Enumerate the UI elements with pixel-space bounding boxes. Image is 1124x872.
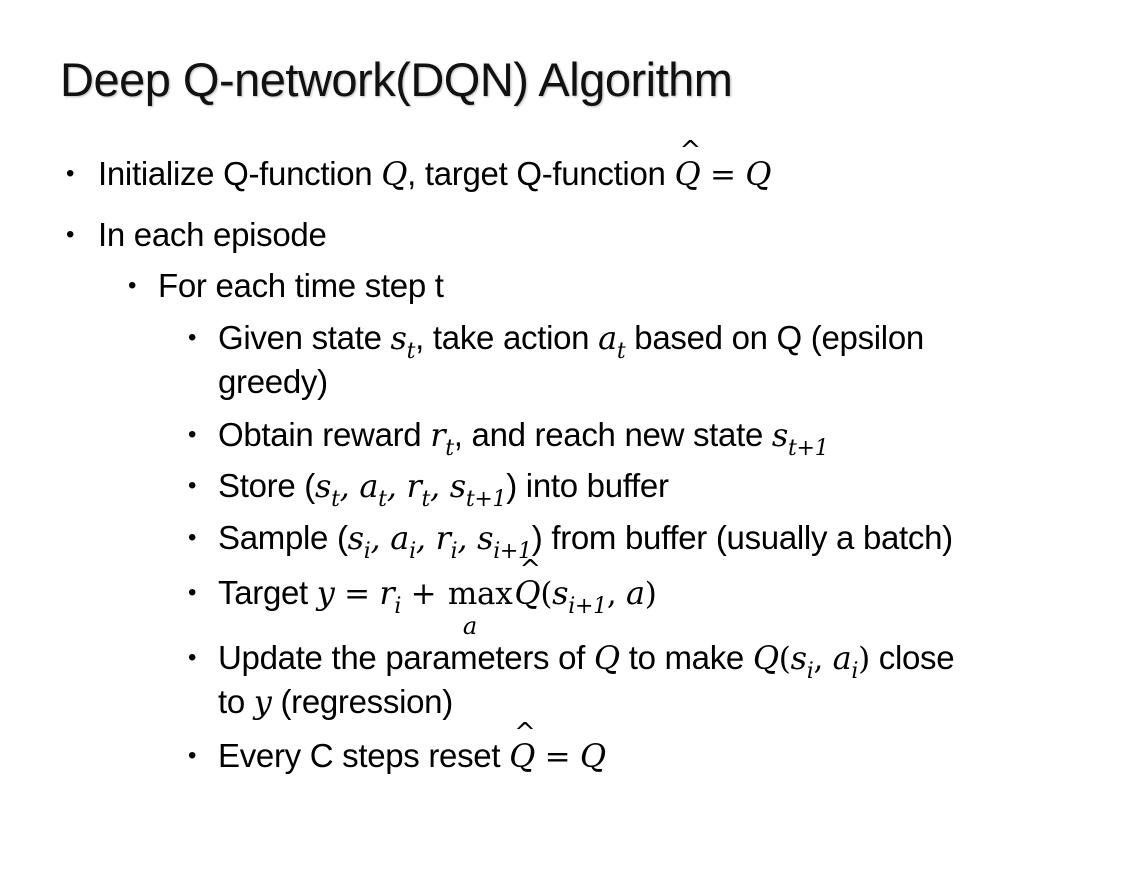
bullet-target: Target y = ri + maxaQ(si+1, a) — [218, 550, 657, 640]
slide-title: Deep Q-network(DQN) Algorithm — [60, 53, 733, 106]
math-equals: = — [535, 739, 580, 775]
math-subscript: i — [450, 539, 458, 564]
math-equals: = — [334, 576, 380, 612]
bullet-dot: • — [188, 644, 197, 671]
text: Obtain reward — [218, 416, 431, 453]
math-q: Q — [381, 155, 408, 193]
bullet-dot: • — [188, 324, 197, 351]
text: to — [218, 683, 254, 720]
bullet-dot: • — [66, 160, 75, 187]
math-q-hat: Q — [514, 550, 540, 613]
bullet-each-time-step: For each time step t — [158, 267, 444, 304]
math-subscript: i+1 — [568, 594, 607, 619]
math-subscript: i — [409, 539, 416, 564]
bullet-dot: • — [188, 579, 197, 606]
math-s: s — [449, 467, 466, 505]
text: Store ( — [218, 467, 315, 504]
text: Target — [218, 574, 317, 611]
math-y: y — [253, 683, 272, 721]
text: to make — [619, 639, 753, 676]
math-r: r — [430, 416, 446, 454]
bullet-sample: Sample (si, ai, ri, si+1) from buffer (u… — [218, 519, 953, 564]
text: Given state — [218, 319, 391, 356]
math-q: Q — [752, 639, 779, 677]
math-a: a — [390, 519, 410, 557]
math-r: r — [435, 519, 451, 557]
math-subscript: t+1 — [788, 436, 829, 461]
text: based on Q (epsilon — [625, 319, 924, 356]
text: Update the parameters of — [218, 639, 594, 676]
text: , target Q-function — [407, 155, 675, 192]
math-s: s — [314, 467, 332, 505]
math-s: s — [790, 639, 807, 677]
bullet-dot: • — [188, 472, 197, 499]
text: , and reach new state — [453, 416, 772, 453]
text: Initialize Q-function — [98, 155, 382, 192]
math-subscript: t — [331, 487, 340, 512]
bullet-dot: • — [188, 742, 197, 769]
math-s: s — [771, 416, 789, 454]
math-s: s — [347, 519, 364, 557]
math-a: a — [832, 639, 852, 677]
math-s: s — [552, 574, 569, 612]
math-q: Q — [579, 737, 606, 775]
math-subscript: t — [406, 339, 416, 364]
text: ) from buffer (usually a batch) — [531, 519, 953, 556]
math-max-subscript: a — [462, 612, 477, 640]
bullet-dot: • — [128, 272, 137, 299]
math-a: a — [598, 319, 617, 357]
text: close — [869, 639, 955, 676]
text: , take action — [415, 319, 599, 356]
bullet-obtain-reward: Obtain reward rt, and reach new state st… — [218, 415, 829, 461]
math-plus: + — [401, 576, 446, 612]
math-subscript: t — [445, 436, 454, 461]
math-q: Q — [745, 155, 772, 193]
math-s: s — [477, 519, 494, 557]
bullet-given-state: Given state st, take action at based on … — [218, 318, 924, 364]
bullet-dot: • — [188, 421, 197, 448]
math-max-label: max — [447, 576, 513, 612]
bullet-dot: • — [66, 221, 75, 248]
math-a: a — [625, 574, 645, 612]
math-q-hat: Q — [509, 713, 535, 776]
math-r: r — [379, 574, 395, 612]
math-subscript: i — [394, 594, 402, 619]
math-subscript: i — [806, 659, 814, 684]
math-q: Q — [593, 639, 620, 677]
bullet-store: Store (st, at, rt, st+1) into buffer — [218, 467, 669, 512]
bullet-every-c-steps: Every C steps reset Q = Q — [218, 713, 606, 777]
bullet-given-state-cont: greedy) — [218, 363, 328, 400]
math-equals: = — [700, 157, 746, 193]
bullet-update-cont: to y (regression) — [218, 682, 453, 722]
math-a: a — [359, 467, 379, 505]
math-y: y — [316, 574, 335, 612]
bullet-each-episode: In each episode — [98, 216, 327, 253]
math-subscript: t — [378, 487, 387, 512]
text: (regression) — [271, 683, 453, 720]
math-subscript: t+1 — [465, 487, 507, 512]
math-subscript: t — [616, 339, 626, 364]
math-subscript: i — [363, 539, 371, 564]
text: Every C steps reset — [218, 737, 510, 774]
math-subscript: t — [421, 487, 430, 512]
text: Sample ( — [218, 519, 348, 556]
math-r: r — [406, 467, 422, 505]
math-subscript: i — [851, 659, 859, 684]
bullet-update: Update the parameters of Q to make Q(si,… — [218, 639, 955, 684]
bullet-dot: • — [188, 524, 197, 551]
bullet-initialize: Initialize Q-function Q, target Q-functi… — [98, 131, 772, 195]
text: ) into buffer — [506, 467, 669, 504]
math-s: s — [390, 319, 407, 357]
math-q-hat: Q — [674, 131, 700, 194]
